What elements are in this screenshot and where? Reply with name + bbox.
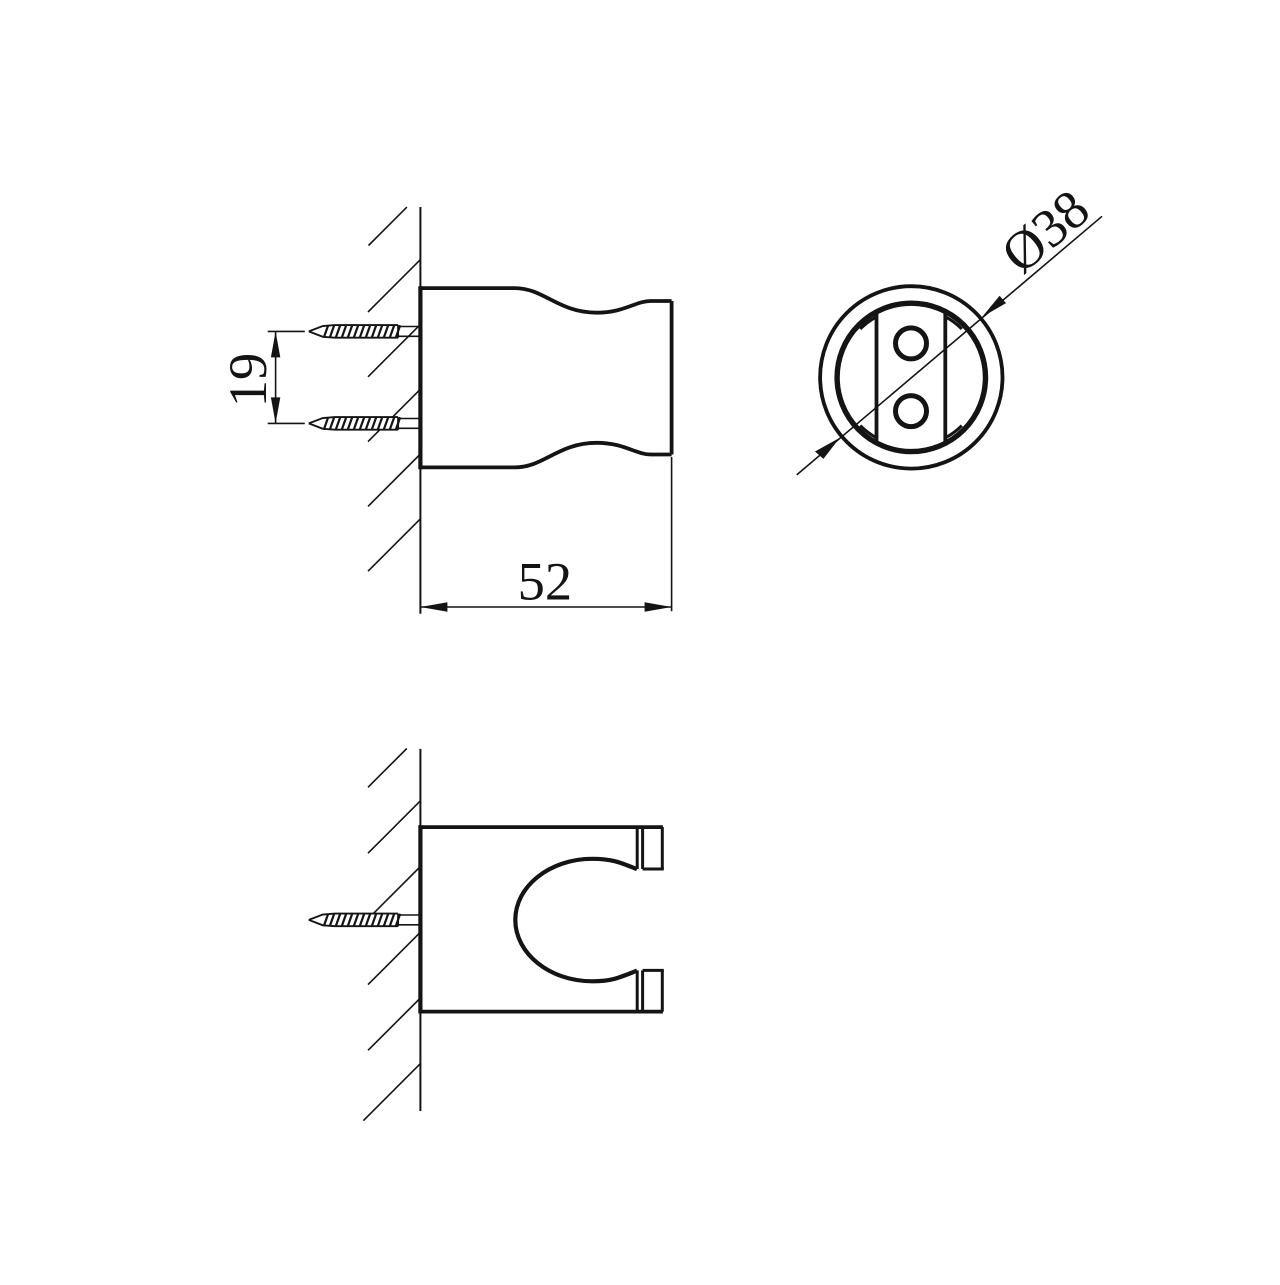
svg-text:52: 52 (518, 550, 573, 611)
svg-text:19: 19 (217, 353, 278, 408)
